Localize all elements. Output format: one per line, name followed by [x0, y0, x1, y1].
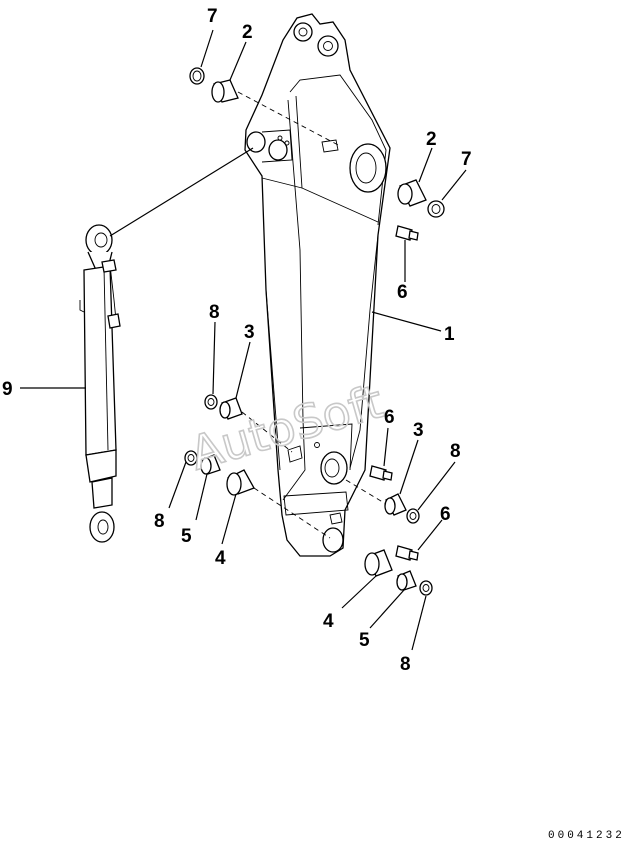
callout-6-mid: 6 — [384, 407, 395, 428]
callout-9: 9 — [2, 379, 13, 400]
callout-6-lower: 6 — [440, 504, 451, 525]
arm-cylinder-part-9 — [79, 224, 121, 543]
callout-6-upper: 6 — [397, 282, 408, 303]
leader-lines — [20, 29, 467, 651]
callout-8-right: 8 — [450, 441, 461, 462]
callout-8-left-upper: 8 — [209, 302, 220, 323]
callout-3-left: 3 — [244, 322, 255, 343]
callout-7-top: 7 — [207, 6, 218, 27]
callout-4-left: 4 — [215, 548, 226, 569]
grease-fitting-part-6-lower — [395, 545, 419, 561]
callout-4-lower: 4 — [323, 611, 334, 632]
shim-part-5-lower — [396, 570, 417, 591]
seal-ring-part-8-lower — [419, 580, 433, 596]
bushing-part-3-right — [384, 493, 407, 516]
seal-ring-part-7-right — [427, 200, 445, 218]
seal-ring-part-7-top — [189, 67, 205, 85]
document-number: 00041232 — [548, 830, 625, 842]
seal-ring-part-8-left-lower — [184, 450, 198, 466]
callout-5-lower: 5 — [359, 630, 370, 651]
callout-1: 1 — [444, 324, 455, 345]
shim-part-5-left — [200, 454, 221, 475]
callout-8-lower: 8 — [400, 654, 411, 675]
seal-ring-part-8-right — [406, 508, 420, 524]
callout-2-top: 2 — [242, 22, 253, 43]
bushing-part-2-right — [397, 179, 427, 207]
arm-part-1 — [244, 13, 391, 557]
grease-fitting-part-6-mid — [369, 465, 393, 481]
grease-fitting-part-6-upper — [395, 225, 419, 241]
bushing-part-4-lower — [364, 549, 393, 577]
bushing-part-2-top — [211, 79, 239, 103]
seal-ring-part-8-left-upper — [204, 394, 218, 410]
callout-7-right: 7 — [461, 149, 472, 170]
callout-8-left-lower: 8 — [154, 511, 165, 532]
bushing-part-3-left — [219, 397, 243, 420]
callout-5-left: 5 — [181, 526, 192, 547]
callout-3-right: 3 — [413, 420, 424, 441]
bushing-part-4-left — [226, 469, 255, 496]
callout-2-right: 2 — [426, 129, 437, 150]
callout-labels: 7 2 2 7 6 1 9 8 3 6 3 8 8 5 4 6 4 5 8 — [2, 6, 472, 675]
